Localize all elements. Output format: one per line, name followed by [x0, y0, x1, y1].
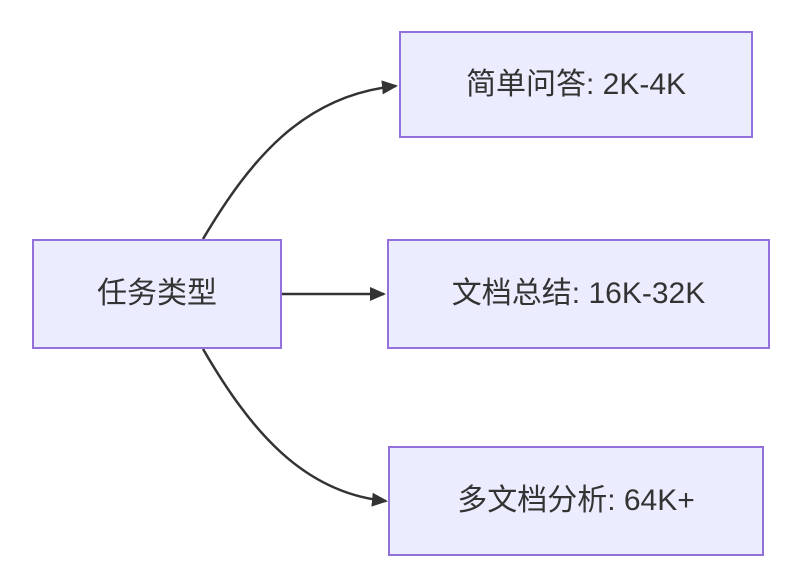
edge-root-to-branch1: [201, 80, 398, 240]
edge-root-to-branch3: [201, 348, 388, 507]
node-doc-summary: 文档总结: 16K-32K: [387, 239, 770, 349]
node-doc-summary-label: 文档总结: 16K-32K: [451, 277, 706, 310]
node-task-type: 任务类型: [32, 239, 282, 349]
node-simple-qa: 简单问答: 2K-4K: [399, 31, 753, 138]
node-multi-doc-analysis: 多文档分析: 64K+: [388, 446, 764, 556]
node-task-type-label: 任务类型: [97, 277, 217, 310]
node-multi-doc-analysis-label: 多文档分析: 64K+: [457, 484, 695, 517]
node-simple-qa-label: 简单问答: 2K-4K: [465, 67, 687, 101]
